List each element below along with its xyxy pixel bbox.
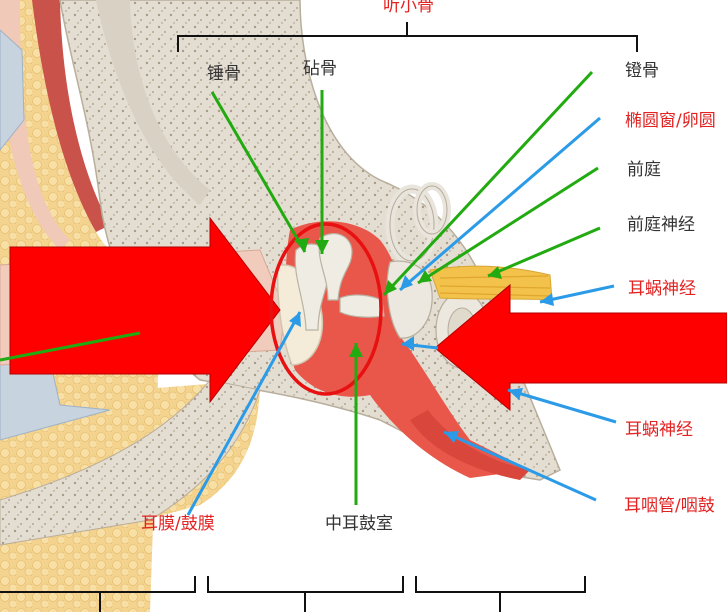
blue-pointers <box>186 116 617 516</box>
green-arrowheads <box>294 238 502 357</box>
label-vestibular-nerve: 前庭神经 <box>627 215 695 235</box>
bottom-bracket-2 <box>207 576 404 612</box>
incus-shape <box>318 233 353 301</box>
label-tympanic-cavity: 中耳鼓室 <box>325 514 393 534</box>
pointer-stapes <box>382 70 594 297</box>
pointer-eardrum <box>186 311 302 516</box>
label-ossicles: 听小骨 <box>383 0 434 16</box>
sound-arrow-left <box>9 216 281 404</box>
middle-ear-cavity <box>285 221 530 479</box>
pointer-malleus <box>210 91 307 253</box>
cartilage <box>0 29 25 151</box>
nerve-bundle <box>429 265 553 301</box>
pointer-eustachian-tube <box>443 430 597 502</box>
pointer-cochlear-nerve-lower <box>507 388 617 424</box>
semicircular-canal-outline <box>389 188 435 262</box>
sound-arrow-right <box>434 283 727 412</box>
bottom-bracket-3 <box>415 576 586 612</box>
green-pointers <box>0 70 601 505</box>
ossicles-bracket <box>177 22 638 52</box>
semicircular-canal-2-outline <box>416 185 448 235</box>
ossicle-highlight-ellipse <box>269 222 383 396</box>
label-eardrum: 耳膜/鼓膜 <box>141 514 215 534</box>
label-incus: 砧骨 <box>303 59 337 79</box>
stapes-shape <box>339 294 385 318</box>
pointer-vestibular-nerve <box>487 226 601 278</box>
label-stapes: 镫骨 <box>625 61 659 81</box>
label-cochlear-nerve-lower: 耳蜗神经 <box>625 420 693 440</box>
bone-lining <box>96 0 210 205</box>
pointer-oval-window <box>399 116 601 292</box>
label-cochlear-nerve-upper: 耳蜗神经 <box>628 279 696 299</box>
muscle <box>32 0 110 232</box>
bottom-bracket-1 <box>0 576 196 612</box>
pointer-vestibule <box>417 166 599 285</box>
label-eustachian-tube: 耳咽管/咽鼓 <box>624 496 715 516</box>
label-oval-window: 椭圆窗/卵圆 <box>625 111 716 131</box>
label-vestibule: 前庭 <box>627 160 661 180</box>
eustachian-tube-shape <box>410 410 530 480</box>
blue-arrowheads <box>289 275 554 443</box>
pointer-left-canal <box>0 331 141 362</box>
label-malleus: 锤骨 <box>207 64 241 84</box>
bone-plate <box>0 379 261 546</box>
